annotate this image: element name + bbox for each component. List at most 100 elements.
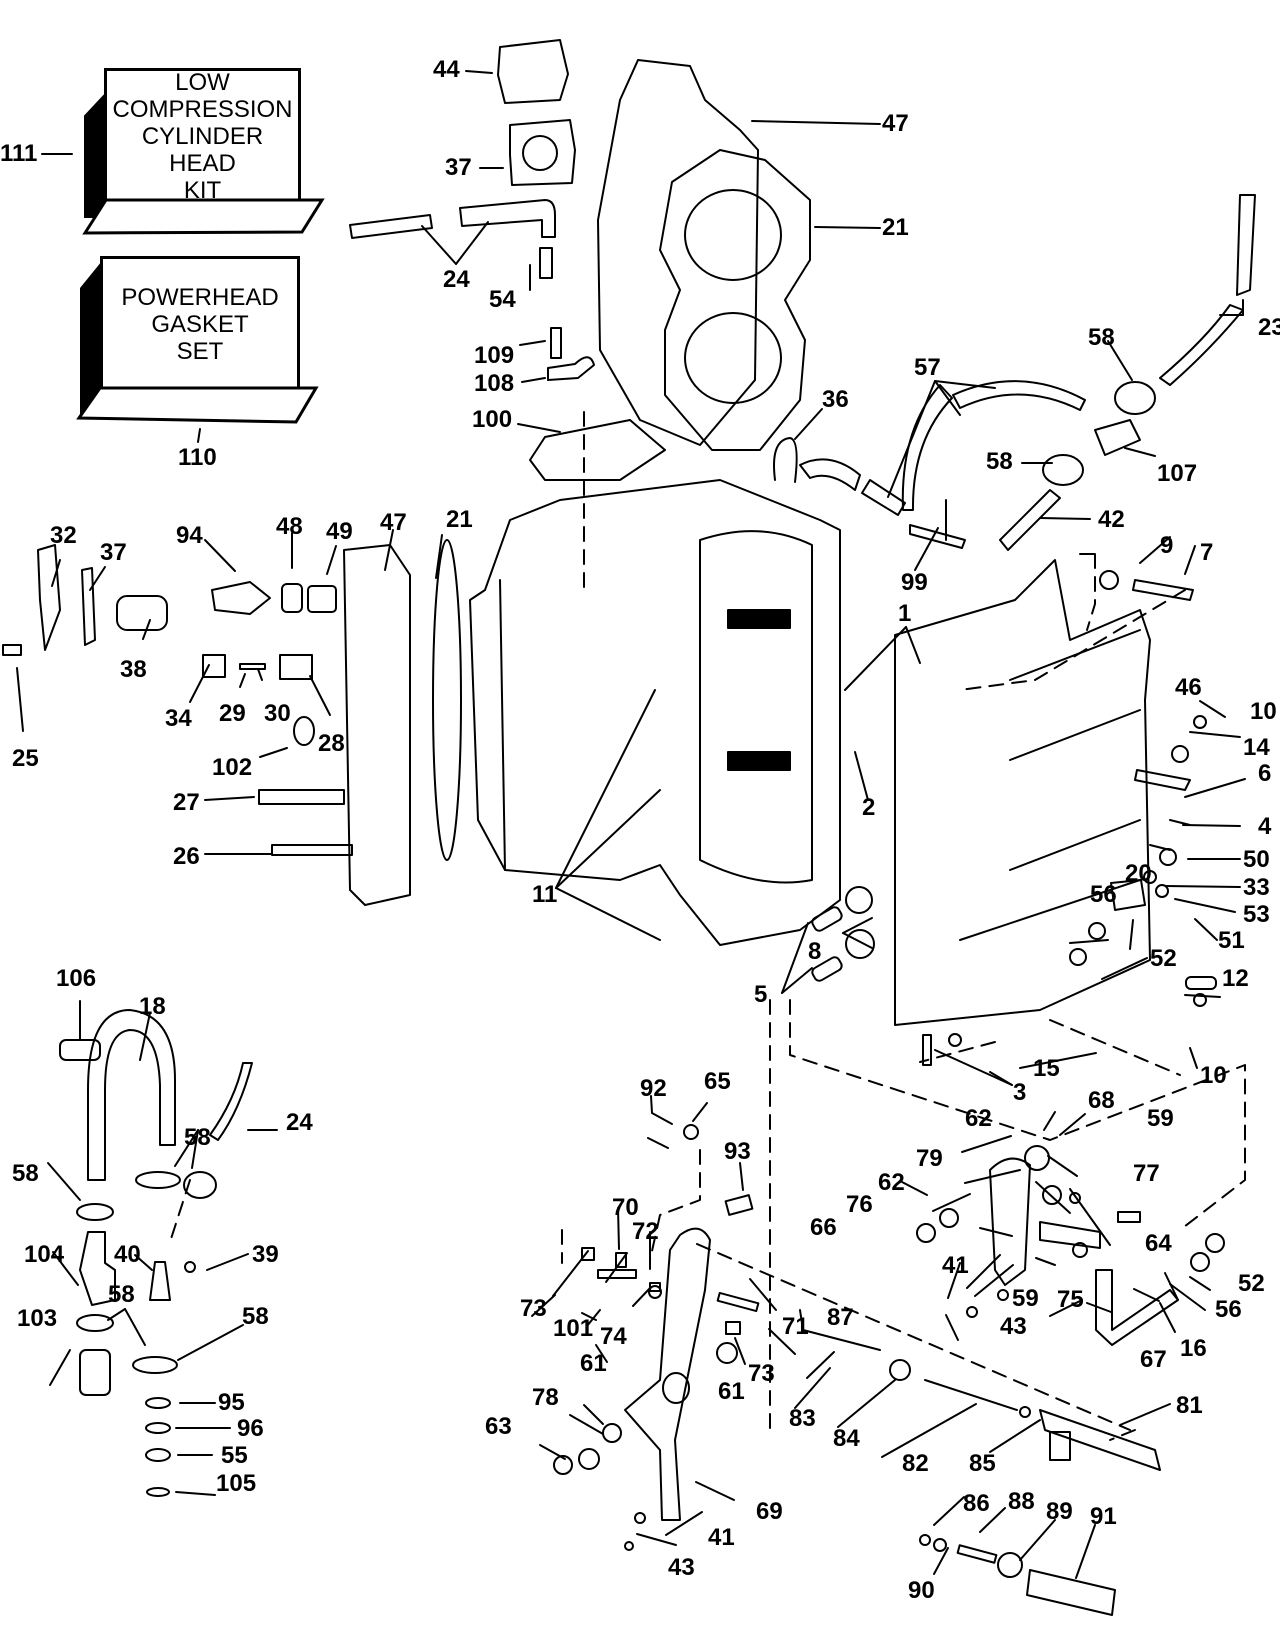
callout-2: 2 — [862, 794, 876, 821]
callout-42: 42 — [1098, 506, 1125, 533]
callout-40: 40 — [114, 1241, 141, 1268]
callout-91: 91 — [1090, 1503, 1117, 1530]
callout-55: 55 — [221, 1442, 248, 1469]
kit-text-line: CYLINDER HEAD — [141, 122, 264, 177]
callout-73: 73 — [520, 1295, 547, 1322]
kit-box-cylinder-head: LOW COMPRESSION CYLINDER HEAD KIT — [80, 66, 325, 236]
callout-101: 101 — [553, 1315, 594, 1342]
callout-50: 50 — [1243, 846, 1270, 873]
callout-16: 16 — [1180, 1335, 1207, 1362]
callout-39: 39 — [252, 1241, 279, 1268]
callout-24: 24 — [443, 266, 470, 293]
callout-62: 62 — [878, 1169, 905, 1196]
callout-10: 10 — [1250, 698, 1277, 725]
callout-65: 65 — [704, 1068, 731, 1095]
callout-59: 59 — [1012, 1285, 1039, 1312]
callout-88: 88 — [1008, 1488, 1035, 1515]
callout-18: 18 — [139, 993, 166, 1020]
callout-29: 29 — [219, 700, 246, 727]
callout-86: 86 — [963, 1490, 990, 1517]
callout-58: 58 — [12, 1160, 39, 1187]
callout-99: 99 — [901, 569, 928, 596]
callout-57: 57 — [914, 354, 941, 381]
part-shapes — [2, 39, 1256, 1616]
callout-58: 58 — [986, 448, 1013, 475]
callout-36: 36 — [822, 386, 849, 413]
callout-4: 4 — [1258, 813, 1272, 840]
callout-78: 78 — [532, 1384, 559, 1411]
callout-104: 104 — [24, 1241, 65, 1268]
callout-25: 25 — [12, 745, 39, 772]
callout-92: 92 — [640, 1075, 667, 1102]
callout-96: 96 — [237, 1415, 264, 1442]
callout-76: 76 — [846, 1191, 873, 1218]
callout-82: 82 — [902, 1450, 929, 1477]
callout-75: 75 — [1057, 1286, 1084, 1313]
callout-27: 27 — [173, 789, 200, 816]
callout-34: 34 — [165, 705, 192, 732]
callout-8: 8 — [808, 938, 822, 965]
callout-61: 61 — [718, 1378, 745, 1405]
callout-83: 83 — [789, 1405, 816, 1432]
callout-107: 107 — [1157, 460, 1198, 487]
callout-33: 33 — [1243, 874, 1270, 901]
callout-32: 32 — [50, 522, 77, 549]
callout-66: 66 — [810, 1214, 837, 1241]
callout-77: 77 — [1133, 1160, 1160, 1187]
callout-110: 110 — [178, 444, 217, 471]
callout-70: 70 — [612, 1194, 639, 1221]
callout-103: 103 — [17, 1305, 58, 1332]
callout-10: 10 — [1200, 1062, 1227, 1089]
callout-87: 87 — [827, 1304, 854, 1331]
callout-41: 41 — [708, 1524, 735, 1551]
callout-84: 84 — [833, 1425, 860, 1452]
kit-box-bottom-edge — [82, 198, 325, 235]
dashed-guide-lines — [169, 411, 1246, 1441]
kit-label-gasket-set: POWERHEAD GASKET SET — [100, 256, 300, 392]
callout-12: 12 — [1222, 965, 1249, 992]
callout-90: 90 — [908, 1577, 935, 1604]
callout-94: 94 — [176, 522, 203, 549]
callout-30: 30 — [264, 700, 291, 727]
callout-95: 95 — [218, 1389, 245, 1416]
callout-62: 62 — [965, 1105, 992, 1132]
callout-85: 85 — [969, 1450, 996, 1477]
kit-box-bottom-edge — [76, 386, 319, 424]
callout-21: 21 — [446, 506, 473, 533]
callout-1: 1 — [898, 600, 912, 627]
callout-74: 74 — [600, 1323, 627, 1350]
callout-24: 24 — [286, 1109, 313, 1136]
callout-41: 41 — [942, 1252, 969, 1279]
kit-text-line: LOW — [175, 68, 230, 96]
callout-28: 28 — [318, 730, 345, 757]
callout-100: 100 — [472, 406, 513, 433]
callout-79: 79 — [916, 1145, 943, 1172]
kit-text-line: SET — [176, 337, 224, 365]
kit-text-line: GASKET — [151, 310, 249, 338]
callout-54: 54 — [489, 286, 516, 313]
callout-105: 105 — [216, 1470, 257, 1497]
callout-47: 47 — [380, 509, 407, 536]
callout-44: 44 — [433, 56, 460, 83]
kit-text-line: COMPRESSION — [112, 95, 293, 123]
callout-61: 61 — [580, 1350, 607, 1377]
callout-43: 43 — [1000, 1313, 1027, 1340]
callout-7: 7 — [1200, 539, 1214, 566]
callout-89: 89 — [1046, 1498, 1073, 1525]
callout-11: 11 — [532, 881, 558, 908]
callout-58: 58 — [108, 1281, 135, 1308]
callout-111: 111 — [0, 140, 38, 167]
callout-14: 14 — [1243, 734, 1270, 761]
callout-73: 73 — [748, 1360, 775, 1387]
callout-81: 81 — [1176, 1392, 1203, 1419]
callout-93: 93 — [724, 1138, 751, 1165]
callout-20: 20 — [1125, 860, 1152, 887]
callout-58: 58 — [1088, 324, 1115, 351]
callout-3: 3 — [1013, 1079, 1027, 1106]
callout-63: 63 — [485, 1413, 512, 1440]
callout-58: 58 — [184, 1124, 211, 1151]
callout-109: 109 — [474, 342, 515, 369]
callout-43: 43 — [668, 1554, 695, 1581]
